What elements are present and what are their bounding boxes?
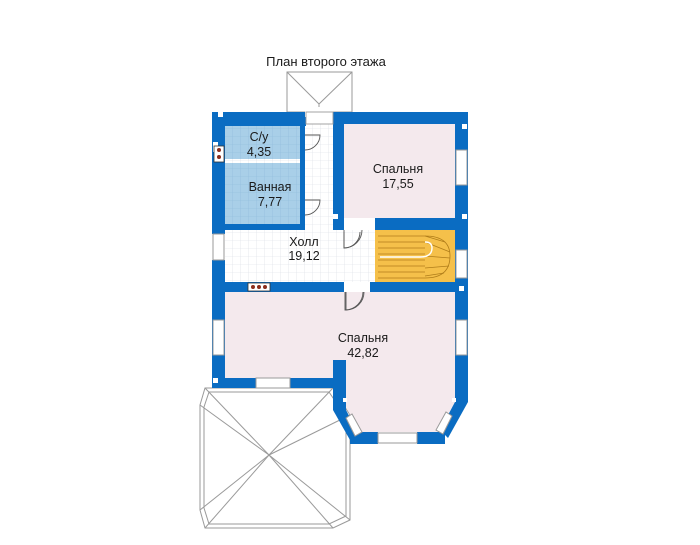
door-bedroom-2 [345,291,365,311]
door-bedroom-1 [343,229,363,249]
room-name-bedroom-2: Спальня [338,331,388,345]
room-name-vannaya: Ванная [249,180,292,194]
room-name-bedroom-1: Спальня [373,162,423,176]
doors [304,107,364,311]
walls [212,112,468,410]
room-name-hall: Холл [289,235,318,249]
door-opening-bedroom-1 [344,218,375,230]
plan-title: План второго этажа [266,54,386,69]
room-name-su: С/у [250,130,270,144]
room-area-bedroom-1: 17,55 [382,177,413,191]
porch-roof [199,387,351,529]
bedroom-1-floor [343,124,455,218]
bathroom-vannaya-floor-top [225,163,300,224]
door-opening-bedroom-2 [344,282,370,292]
hall-radiator [247,282,271,292]
room-area-bedroom-2: 42,82 [347,346,378,360]
bay-walls [333,402,468,444]
staircase [375,230,455,282]
windows [212,149,468,444]
room-area-vannaya: 7,77 [258,195,282,209]
bathroom-su-floor-top [225,126,300,159]
room-area-su: 4,35 [247,145,271,159]
top-canopy [286,71,353,113]
bathroom-boiler [213,145,225,163]
room-area-hall: 19,12 [288,249,319,263]
stair-steps [378,235,451,279]
